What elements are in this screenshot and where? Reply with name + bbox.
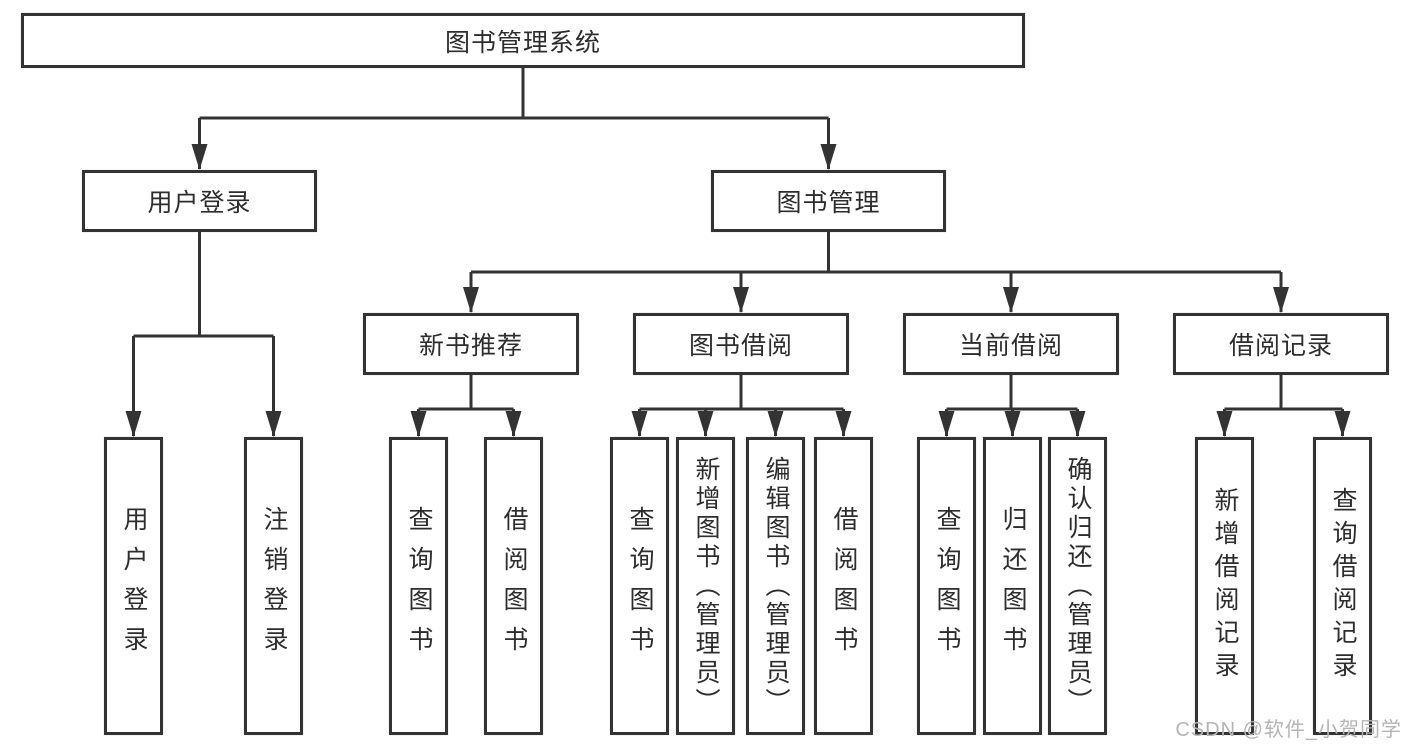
node-query-books-current: 查询图书 <box>917 437 976 735</box>
node-label: 借阅图书 <box>500 506 528 666</box>
node-book-borrow: 图书借阅 <box>633 313 849 375</box>
node-label: 查询图书 <box>626 506 654 666</box>
node-library-system: 图书管理系统 <box>21 13 1025 68</box>
node-label: 确认归还（管理员） <box>1064 455 1092 717</box>
node-borrow-records: 借阅记录 <box>1173 313 1389 375</box>
node-query-books-borrow: 查询图书 <box>610 437 669 735</box>
node-label: 借阅记录 <box>1228 332 1333 360</box>
node-user-login-branch: 用户登录 <box>82 170 317 232</box>
node-label: 归还图书 <box>999 506 1027 666</box>
node-label: 注销登录 <box>260 506 288 666</box>
node-current-borrow: 当前借阅 <box>903 313 1119 375</box>
node-query-borrow-record: 查询借阅记录 <box>1313 437 1372 735</box>
node-confirm-return-admin: 确认归还（管理员） <box>1048 437 1107 735</box>
node-new-book-recommend: 新书推荐 <box>363 313 579 375</box>
node-borrow-books-recommend: 借阅图书 <box>484 437 543 735</box>
node-add-borrow-record: 新增借阅记录 <box>1195 437 1254 735</box>
watermark-text: CSDN @软件_小贺同学 <box>1175 719 1402 741</box>
node-book-management: 图书管理 <box>711 170 946 232</box>
node-label: 图书借阅 <box>688 332 793 360</box>
node-logout: 注销登录 <box>244 437 303 735</box>
node-user-login-leaf: 用户登录 <box>104 437 163 735</box>
node-label: 用户登录 <box>120 506 148 666</box>
node-label: 新增图书（管理员） <box>692 455 720 717</box>
node-label: 新书推荐 <box>418 332 523 360</box>
node-query-books-recommend: 查询图书 <box>389 437 448 735</box>
node-borrow-books-leaf: 借阅图书 <box>814 437 873 735</box>
node-add-book-admin: 新增图书（管理员） <box>676 437 735 735</box>
node-label: 新增借阅记录 <box>1211 487 1239 685</box>
node-label: 借阅图书 <box>830 506 858 666</box>
node-label: 查询图书 <box>405 506 433 666</box>
node-edit-book-admin: 编辑图书（管理员） <box>746 437 805 735</box>
node-label: 编辑图书（管理员） <box>762 455 790 717</box>
node-label: 当前借阅 <box>958 332 1063 360</box>
node-label: 图书管理系统 <box>444 28 601 57</box>
node-label: 图书管理 <box>776 189 881 217</box>
node-return-book: 归还图书 <box>983 437 1042 735</box>
node-label: 查询图书 <box>933 506 961 666</box>
node-label: 用户登录 <box>147 189 252 217</box>
node-label: 查询借阅记录 <box>1329 487 1357 685</box>
